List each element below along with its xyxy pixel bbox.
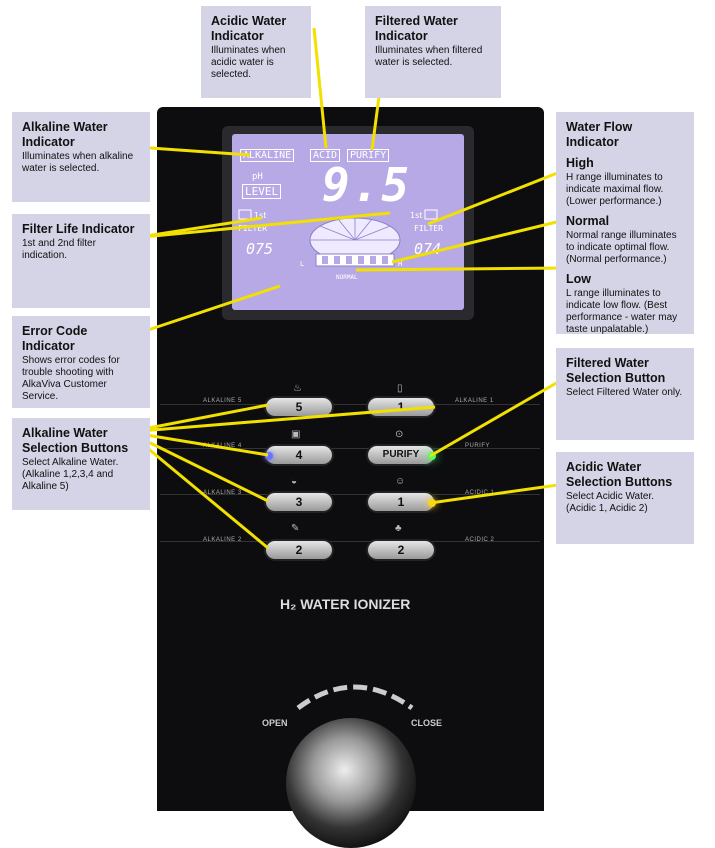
callout-desc: Illuminates when filtered water is selec… xyxy=(375,45,483,68)
label-acidic-2: ACIDIC 2 xyxy=(465,537,495,543)
callout-title: Acidic Water Selection Buttons xyxy=(566,460,673,489)
row-divider xyxy=(160,541,540,542)
filter2-icon: 1st xyxy=(410,209,438,220)
acidic-1-button[interactable]: 1 xyxy=(368,493,434,511)
lcd-acid-tag: ACID xyxy=(310,149,341,162)
label-alkaline-3: ALKALINE 3 xyxy=(203,490,242,496)
lcd-filter2-count: 074 xyxy=(414,240,442,258)
flow-normal-title: Normal xyxy=(566,214,610,228)
callout-desc: Illuminates when acidic water is selecte… xyxy=(211,45,286,80)
row-divider xyxy=(160,448,540,449)
callout-desc: Select Acidic Water. (Acidic 1, Acidic 2… xyxy=(566,491,654,514)
lcd-purify-tag: PURIFY xyxy=(347,149,390,162)
pot-icon: ▣ xyxy=(291,429,301,440)
callout-desc: Select Filtered Water only. xyxy=(566,387,683,398)
label-alkaline-4: ALKALINE 4 xyxy=(203,443,242,449)
alkaline-1-button[interactable]: 1 xyxy=(368,398,434,416)
alkaline-led xyxy=(265,452,273,460)
row-divider xyxy=(160,494,540,495)
callout-desc: Illuminates when alkaline water is selec… xyxy=(22,151,134,174)
callout-error-code-indicator: Error Code Indicator Shows error codes f… xyxy=(12,316,150,408)
dial-open-label: OPEN xyxy=(262,718,288,728)
face-icon: ☺ xyxy=(395,476,406,487)
svg-text:1st: 1st xyxy=(254,211,266,220)
label-alkaline-1: ALKALINE 1 xyxy=(455,398,494,404)
callout-filtered-water-indicator: Filtered Water Indicator Illuminates whe… xyxy=(365,6,501,98)
callout-title: Filter Life Indicator xyxy=(22,222,135,236)
lcd-normal-label: NORMAL xyxy=(336,274,358,281)
flow-low-title: Low xyxy=(566,272,591,286)
bowl-icon: ◒ xyxy=(291,476,298,487)
alkaline-5-button[interactable]: 5 xyxy=(266,398,332,416)
label-alkaline-2: ALKALINE 2 xyxy=(203,537,242,543)
callout-title: Filtered Water Indicator xyxy=(375,14,458,43)
callout-title: Alkaline Water Selection Buttons xyxy=(22,426,129,455)
lcd-high-label: H xyxy=(398,260,403,268)
flow-high-title: High xyxy=(566,156,594,170)
callout-filter-life-indicator: Filter Life Indicator 1st and 2nd filter… xyxy=(12,214,150,308)
purify-button[interactable]: PURIFY xyxy=(368,446,434,464)
flow-normal-desc: Normal range illuminates to indicate opt… xyxy=(566,230,677,265)
pill-icon: ⊙ xyxy=(395,429,404,440)
lcd-ph-label: pH xyxy=(252,172,263,182)
label-alkaline-5: ALKALINE 5 xyxy=(203,398,242,404)
lcd-filter1-count: 075 xyxy=(246,240,274,258)
plant-icon: ♣ xyxy=(395,523,402,534)
flow-gauge-icon xyxy=(309,217,401,267)
filter1-icon: 1st xyxy=(238,209,266,220)
callout-desc: Shows error codes for trouble shooting w… xyxy=(22,355,120,402)
callout-water-flow-indicator: Water Flow Indicator High H range illumi… xyxy=(556,112,694,335)
brand-label: H₂ WATER IONIZER xyxy=(280,596,411,612)
cleaning-icon: ✎ xyxy=(291,523,300,534)
row-divider xyxy=(160,404,540,405)
bottle-icon: ▯ xyxy=(397,383,403,394)
label-acidic-1: ACIDIC 1 xyxy=(465,490,495,496)
acidic-led xyxy=(428,499,436,507)
glass-icon: ♨ xyxy=(293,383,302,394)
alkaline-3-button[interactable]: 3 xyxy=(266,493,332,511)
callout-desc: Select Alkaline Water. (Alkaline 1,2,3,4… xyxy=(22,457,119,492)
lcd-alkaline-tag: ALKALINE xyxy=(240,149,295,162)
callout-title: Filtered Water Selection Button xyxy=(566,356,666,385)
callout-alkaline-water-indicator: Alkaline Water Indicator Illuminates whe… xyxy=(12,112,150,202)
callout-title: Water Flow Indicator xyxy=(566,120,633,149)
acidic-2-button[interactable]: 2 xyxy=(368,541,434,559)
alkaline-4-button[interactable]: 4 xyxy=(266,446,332,464)
flow-dial-arc-icon xyxy=(296,684,414,711)
svg-text:1st: 1st xyxy=(410,211,422,220)
alkaline-2-button[interactable]: 2 xyxy=(266,541,332,559)
purify-led xyxy=(428,452,436,460)
callout-acidic-water-indicator: Acidic Water Indicator Illuminates when … xyxy=(201,6,311,98)
callout-title: Alkaline Water Indicator xyxy=(22,120,108,149)
callout-title: Acidic Water Indicator xyxy=(211,14,287,43)
callout-alkaline-selection-buttons: Alkaline Water Selection Buttons Select … xyxy=(12,418,150,510)
flow-high-desc: H range illuminates to indicate maximal … xyxy=(566,172,664,207)
callout-desc: 1st and 2nd filter indication. xyxy=(22,238,96,261)
lcd-ph-value: 9.5 xyxy=(322,158,412,212)
callout-acidic-selection-buttons: Acidic Water Selection Buttons Select Ac… xyxy=(556,452,694,544)
lcd-filter1-label: FILTER xyxy=(238,224,267,233)
lcd-low-label: L xyxy=(300,260,305,268)
flow-control-knob[interactable] xyxy=(286,718,416,848)
lcd-level-label: LEVEL xyxy=(242,184,282,199)
label-purify: PURIFY xyxy=(465,443,491,449)
dial-close-label: CLOSE xyxy=(411,718,443,728)
callout-title: Error Code Indicator xyxy=(22,324,88,353)
flow-low-desc: L range illuminates to indicate low flow… xyxy=(566,288,678,335)
callout-filtered-selection-button: Filtered Water Selection Button Select F… xyxy=(556,348,694,440)
lcd-filter2-label: FILTER xyxy=(414,224,443,233)
